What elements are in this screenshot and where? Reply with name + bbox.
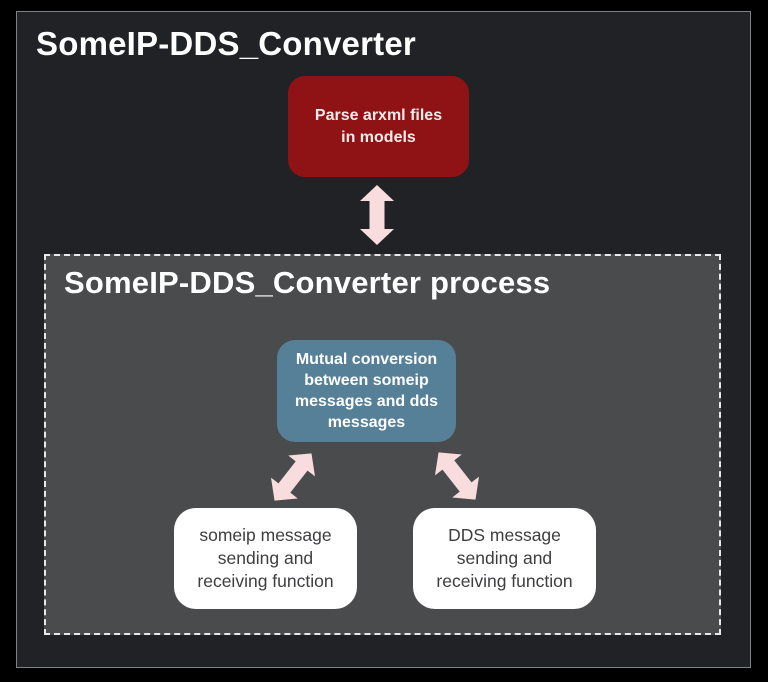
double-arrow-left-diagonal-icon: [258, 440, 328, 513]
double-arrow-right-diagonal-icon: [422, 439, 492, 512]
converter-panel: SomeIP-DDS_Converter Parse arxml files i…: [16, 11, 751, 668]
page-title: SomeIP-DDS_Converter: [36, 25, 416, 62]
node-parse-arxml: Parse arxml files in models: [288, 76, 469, 177]
process-panel: SomeIP-DDS_Converter process Mutual conv…: [44, 254, 721, 635]
process-panel-title: SomeIP-DDS_Converter process: [64, 265, 551, 300]
node-mutual-conversion: Mutual conversion between someip message…: [277, 340, 456, 442]
node-dds-function: DDS message sending and receiving functi…: [413, 508, 596, 609]
double-arrow-vertical-icon: [357, 184, 397, 246]
node-someip-function: someip message sending and receiving fun…: [174, 508, 357, 609]
